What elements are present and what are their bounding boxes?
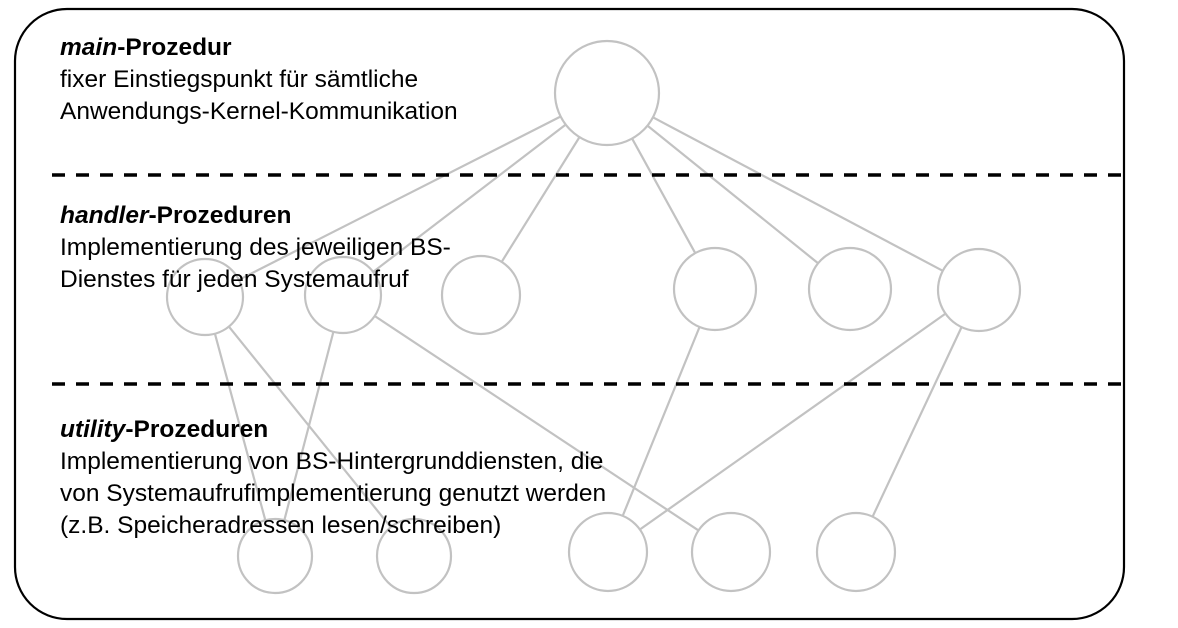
section-utility-body: Implementierung von BS-Hintergrunddienst… — [60, 448, 607, 540]
section-main-heading-rest: -Prozedur — [117, 34, 232, 61]
node-handler-3[interactable] — [440, 254, 522, 336]
section-utility-heading-rest: -Prozeduren — [125, 416, 269, 443]
edge-handler-1-to-utility-2 — [228, 325, 392, 528]
section-handler-heading-rest: -Prozeduren — [148, 202, 292, 229]
node-main-node[interactable] — [553, 39, 661, 147]
node-handler-6[interactable] — [936, 247, 1022, 333]
section-handler-heading: handler-Prozeduren — [60, 200, 451, 231]
rounded-frame-border — [13, 7, 1126, 621]
edge-main-node-to-handler-6 — [652, 116, 944, 272]
section-utility: utility-Prozeduren Implementierung von B… — [60, 414, 606, 542]
section-utility-keyword: utility — [60, 416, 126, 443]
dividers-group — [52, 173, 1122, 386]
node-handler-2[interactable] — [303, 255, 383, 335]
node-utility-1[interactable] — [236, 517, 314, 595]
node-utility-2[interactable] — [375, 517, 453, 595]
section-utility-heading: utility-Prozeduren — [60, 414, 606, 445]
edge-main-node-to-handler-1 — [238, 115, 562, 281]
edge-main-node-to-handler-2 — [372, 123, 567, 273]
edge-handler-1-to-utility-1 — [213, 333, 267, 521]
edge-main-node-to-handler-4 — [631, 138, 697, 254]
nodes-group — [165, 39, 1022, 595]
edge-handler-6-to-utility-5 — [871, 326, 963, 518]
section-main-keyword: main — [60, 34, 118, 61]
section-main: main-Prozedur fixer Einstiegspunkt für s… — [60, 32, 458, 128]
edges-group — [213, 115, 963, 532]
section-handler-body: Implementierung des jeweiligen BS- Diens… — [60, 234, 451, 294]
section-handler-keyword: handler — [60, 202, 149, 229]
node-handler-1[interactable] — [165, 257, 245, 337]
node-handler-5[interactable] — [807, 246, 893, 332]
edge-handler-2-to-utility-4 — [374, 315, 700, 532]
edge-handler-4-to-utility-3 — [621, 326, 701, 517]
section-main-body: fixer Einstiegspunkt für sämtliche Anwen… — [60, 66, 458, 126]
section-handler: handler-Prozeduren Implementierung des j… — [60, 200, 451, 296]
node-utility-3[interactable] — [567, 511, 649, 593]
edge-handler-6-to-utility-3 — [639, 312, 947, 531]
node-utility-5[interactable] — [815, 511, 897, 593]
node-handler-4[interactable] — [672, 246, 758, 332]
edge-main-node-to-handler-3 — [500, 136, 581, 263]
section-main-heading: main-Prozedur — [60, 32, 458, 63]
edge-main-node-to-handler-5 — [646, 124, 819, 265]
edge-handler-2-to-utility-1 — [283, 331, 335, 521]
node-utility-4[interactable] — [690, 511, 772, 593]
